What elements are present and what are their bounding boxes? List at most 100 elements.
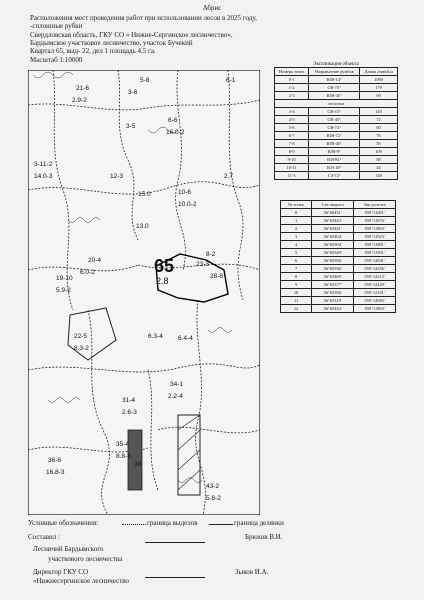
- table-cell: 56°65536': [311, 264, 355, 273]
- table-cell: 72: [359, 115, 398, 124]
- col-header: Зап долгота: [353, 200, 396, 209]
- table-cell: 80: [359, 123, 398, 132]
- stand-label: 2.6-3: [122, 409, 137, 416]
- stand-label: 6-1: [226, 77, 236, 84]
- stand-label: 31-4: [122, 397, 135, 404]
- director-signature: [145, 567, 205, 578]
- compiled-label: Составил :: [28, 533, 60, 541]
- table-cell: ЮВ-45°: [308, 139, 361, 148]
- table-cell: 7: [279, 264, 313, 273]
- stand-label: 6.0-2: [80, 269, 95, 276]
- table-cell: 56°65549': [311, 248, 355, 257]
- col-header: Направление румбов: [308, 67, 361, 76]
- forest-map: 65 2.8 21-62.9-23-63-55-86-616.0-23-11-2…: [28, 70, 260, 515]
- table-cell: 4-5: [273, 115, 310, 124]
- table-cell: 1: [279, 216, 313, 225]
- table-cell: 148: [359, 171, 398, 180]
- table-cell: 3: [279, 232, 313, 241]
- table-cell: 56°63443': [311, 216, 355, 225]
- table-cell: 059°11803': [353, 304, 396, 313]
- table-cell: 059°11923': [353, 232, 396, 241]
- table-cell: 56°65424': [311, 304, 355, 313]
- table-cell: 69: [359, 91, 398, 100]
- document-title: Абрис: [202, 4, 222, 12]
- table-cell: 2-3: [273, 91, 310, 100]
- table-cell: 10-11: [273, 163, 310, 172]
- stand-label: 3-5: [126, 123, 136, 130]
- stand-label: 19-10: [56, 275, 73, 282]
- stand-label: 43-2: [206, 483, 219, 490]
- stand-label: 5-8: [140, 77, 150, 84]
- table-cell: 56°63441': [311, 224, 355, 233]
- table-cell: 059°12213': [353, 272, 396, 281]
- table-cell: 6: [279, 256, 313, 265]
- group-label: лесосека: [274, 99, 398, 108]
- legend-plot-line: [209, 524, 233, 525]
- table-cell: СВ-45°: [308, 115, 361, 124]
- stand-label: 3-11-2: [34, 161, 53, 168]
- stand-label: 5.9-2: [56, 287, 71, 294]
- table-cell: СЗ-72°: [308, 171, 361, 180]
- col-header: Длина линий,м: [359, 67, 398, 76]
- stand-label: 6-6: [168, 117, 178, 124]
- table-cell: 56°66451': [311, 208, 355, 217]
- table-cell: 7-8: [273, 139, 310, 148]
- stand-label: 15.0: [138, 191, 151, 198]
- stand-label: 10.0-2: [178, 201, 197, 208]
- compiled-name: Брюхов В.И.: [245, 533, 283, 541]
- legend-label: Условные обозначения:: [28, 519, 99, 527]
- table-cell: 8: [279, 272, 313, 281]
- stand-label: 16.0-2: [166, 129, 185, 136]
- quarter-number: 65: [154, 256, 174, 276]
- explication-table: Экспликация объекта Номера точек Направл…: [273, 62, 398, 180]
- cutting-plot-outline: [155, 253, 229, 303]
- stand-label: 28-8: [210, 273, 223, 280]
- table-cell: 2: [279, 224, 313, 233]
- table-cell: 56°63356': [311, 288, 355, 297]
- table-cell: 1090: [359, 75, 398, 84]
- table-cell: 9: [279, 280, 313, 289]
- table-cell: ЮВ-9°: [308, 147, 361, 156]
- director-line-1: Директор ГКУ СО: [33, 568, 89, 576]
- stand-label: 14.0-3: [34, 173, 53, 180]
- table-cell: 6-7: [273, 131, 310, 140]
- header-line-2: -сплошные рубки: [30, 22, 83, 30]
- stand-label: 35-4: [116, 441, 129, 448]
- table-cell: СВ-72°: [308, 123, 361, 132]
- stand-label: 20-4: [88, 257, 101, 264]
- header-line-6: Масштаб 1:10000: [30, 56, 83, 64]
- signature-scribble: [145, 532, 205, 543]
- stand-label: 6.3-4: [148, 333, 163, 340]
- legend-allotment-line: [122, 524, 146, 525]
- director-line-2: «Нижнесергинское лесничество: [33, 577, 130, 585]
- stand-label: 10-6: [178, 189, 191, 196]
- stand-label: 12-3: [110, 173, 123, 180]
- forester-line-2: участкового лесничества: [48, 555, 123, 563]
- explication-caption: Экспликация объекта: [313, 62, 359, 67]
- table-cell: 059°12101': [353, 288, 396, 297]
- table-cell: 10: [279, 288, 313, 297]
- table-cell: ЮВ-45°: [308, 91, 361, 100]
- table-cell: 059°12083': [353, 296, 396, 305]
- stand-label: 38: [134, 461, 142, 468]
- table-cell: ЮЗ-18°: [308, 163, 361, 172]
- table-cell: 109: [359, 147, 398, 156]
- table-cell: СВ-15°: [308, 107, 361, 116]
- table-cell: 059°12229': [353, 280, 396, 289]
